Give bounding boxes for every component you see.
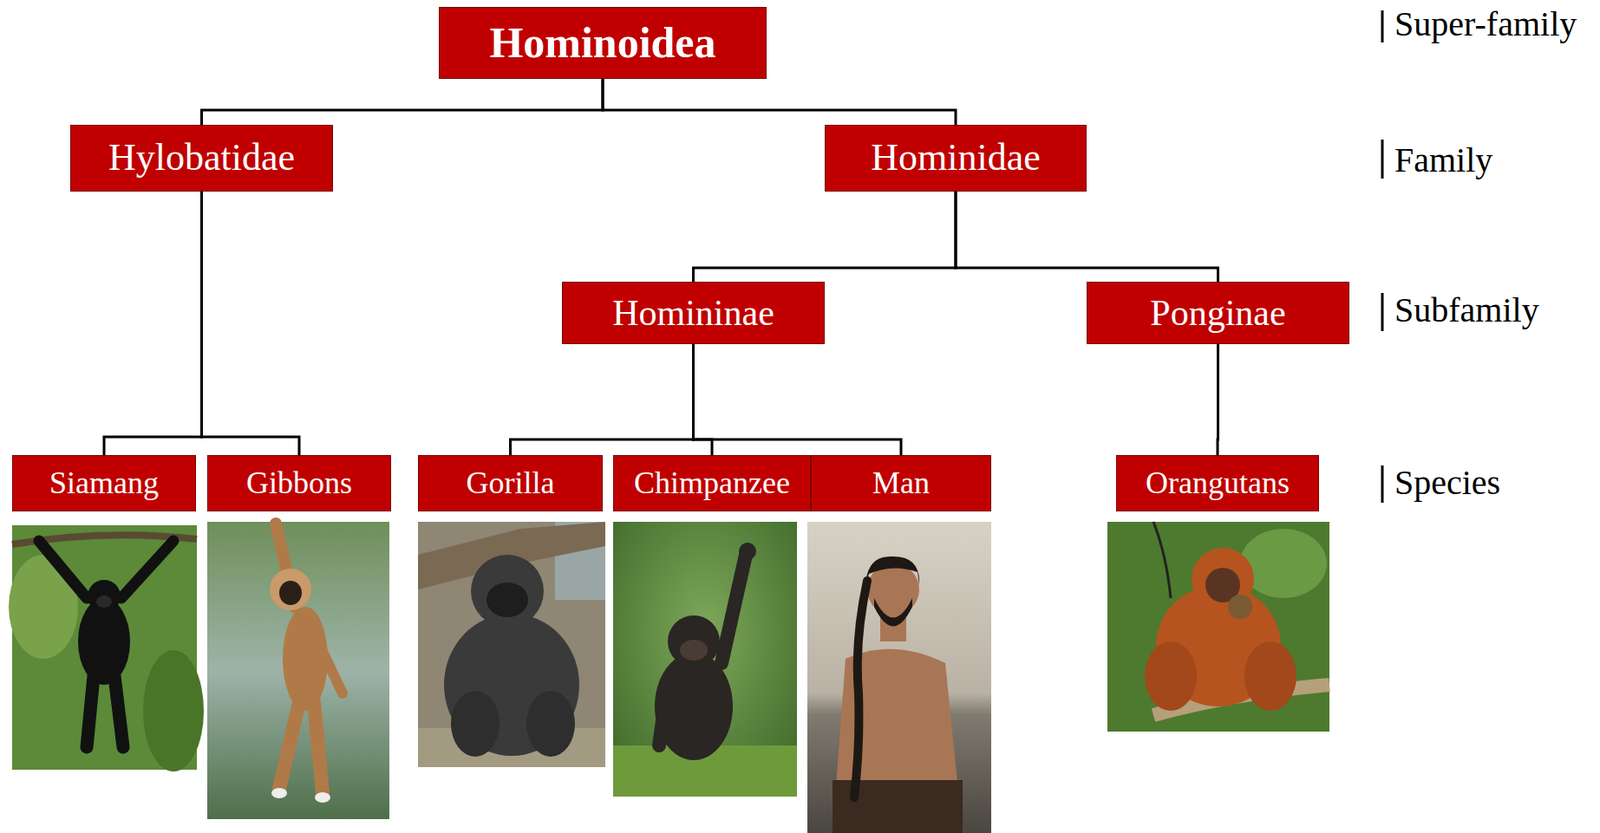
tree-connector: [955, 191, 1219, 282]
tree-connector: [693, 344, 902, 456]
tree-connector: [202, 191, 301, 456]
taxon-name: Man: [872, 466, 930, 502]
tree-connector: [510, 344, 694, 456]
rank-label: Subfamily: [1394, 291, 1540, 330]
chimpanzee-photo: [613, 522, 797, 797]
taxon-name: Hylobatidae: [108, 137, 295, 179]
taxon-box: Hominidae: [824, 124, 1087, 192]
siamang-photo: [8, 525, 204, 772]
orangutan-photo: [1107, 522, 1330, 732]
gibbon-photo: [207, 522, 390, 820]
taxon-box: Siamang: [12, 455, 196, 512]
taxon-box: Chimpanzee: [613, 455, 811, 512]
taxon-box: Homininae: [561, 281, 825, 345]
tree-connector: [693, 191, 957, 282]
taxon-name: Chimpanzee: [633, 466, 791, 502]
taxon-name: Hominoidea: [489, 19, 716, 67]
taxon-name: Hominidae: [870, 137, 1041, 179]
taxon-box: Man: [810, 455, 992, 512]
taxon-name: Orangutans: [1145, 466, 1290, 502]
taxon-name: Gorilla: [466, 466, 556, 502]
taxon-box: Hylobatidae: [70, 124, 334, 192]
tree-connector: [602, 78, 956, 125]
taxon-name: Homininae: [612, 293, 775, 334]
man-photo: [807, 522, 992, 833]
taxon-box: Ponginae: [1086, 281, 1350, 345]
taxon-box: Gorilla: [417, 455, 603, 512]
rank-label: Family: [1394, 141, 1493, 180]
tree-connector: [1216, 344, 1221, 456]
rank-label: Super-family: [1394, 5, 1577, 44]
tree-connector: [202, 78, 604, 125]
taxon-box: Orangutans: [1116, 455, 1320, 512]
taxon-box: Hominoidea: [438, 6, 767, 79]
taxon-name: Siamang: [49, 466, 159, 502]
rank-bars: [1381, 10, 1385, 503]
gorilla-photo: [417, 522, 606, 768]
rank-label: Species: [1394, 463, 1501, 503]
taxon-box: Gibbons: [207, 455, 392, 512]
tree-connector: [104, 191, 203, 456]
taxon-name: Ponginae: [1149, 293, 1286, 334]
taxon-name: Gibbons: [246, 466, 353, 502]
